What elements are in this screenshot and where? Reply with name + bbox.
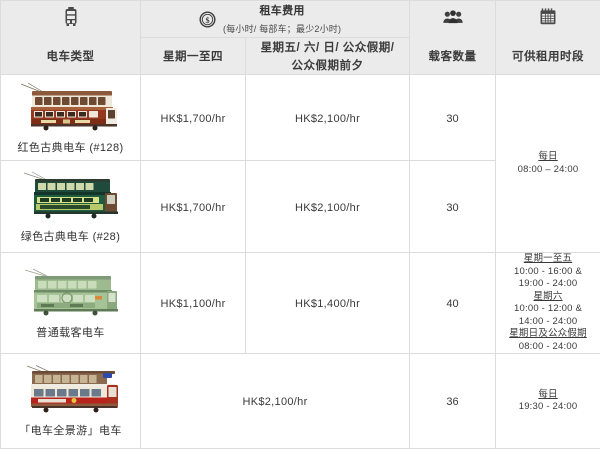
schedule-heading: 星期日及公众假期	[496, 328, 600, 341]
green-classic-tram-image	[15, 170, 127, 226]
schedule-block: 星期一至五 10:00 - 16:00 & 19:00 - 24:00	[496, 253, 600, 291]
tram-type-cell: 绿色古典电车 (#28)	[1, 161, 141, 253]
schedule-time: 19:30 - 24:00	[496, 401, 600, 414]
header-capacity-icon-cell	[410, 1, 496, 38]
schedule-heading: 每日	[496, 151, 600, 164]
price-weekend-cell: HK$2,100/hr	[246, 75, 410, 161]
header-schedule-cell: 可供租用时段	[496, 38, 600, 75]
calendar-icon	[540, 8, 556, 25]
tram-name: 「电车全景游」电车	[19, 424, 122, 438]
svg-text:$: $	[205, 15, 209, 24]
schedule-block: 每日 08:00 – 24:00	[496, 151, 600, 176]
header-weekend-price-label-line2: 公众假期前夕	[292, 60, 364, 72]
price-span: HK$2,100/hr	[242, 396, 307, 408]
header-schedule-label: 可供租用时段	[512, 51, 584, 63]
header-capacity-cell: 载客数量	[410, 38, 496, 75]
schedule-time-2: 19:00 - 24:00	[496, 278, 600, 291]
price-weekend: HK$2,100/hr	[295, 113, 360, 125]
schedule-heading: 星期六	[496, 291, 600, 304]
fee-header-cell: $ 租车费用 (每小时/ 每部车；最少2小时)	[141, 1, 410, 38]
header-weekday-price-cell: 星期一至四	[141, 38, 246, 75]
tram-type-cell: 红色古典电车 (#128)	[1, 75, 141, 161]
header-tram-type-cell: 电车类型	[1, 38, 141, 75]
capacity-value: 36	[446, 396, 458, 408]
price-weekday-cell: HK$1,700/hr	[141, 75, 246, 161]
schedule-cell: 每日 08:00 – 24:00	[496, 75, 600, 253]
schedule-time-1: 08:00 - 24:00	[496, 341, 600, 354]
price-weekday-cell: HK$1,700/hr	[141, 161, 246, 253]
schedule-cell: 每日 19:30 - 24:00	[496, 354, 600, 449]
capacity-cell: 30	[410, 161, 496, 253]
schedule-block: 星期日及公众假期 08:00 - 24:00	[496, 328, 600, 353]
header-weekend-price-cell: 星期五/ 六/ 日/ 公众假期/ 公众假期前夕	[246, 38, 410, 75]
table-row: 「电车全景游」电车 HK$2,100/hr 36 每日 19:30 - 24:0…	[1, 354, 600, 449]
header-capacity-label: 载客数量	[429, 51, 477, 63]
header-weekday-price-label: 星期一至四	[163, 51, 223, 63]
capacity-value: 40	[446, 298, 458, 310]
header-weekend-price-label-line1: 星期五/ 六/ 日/ 公众假期/	[261, 42, 395, 54]
tram-type-cell: 「电车全景游」电车	[1, 354, 141, 449]
schedule-time-1: 10:00 - 12:00 &	[496, 303, 600, 316]
header-label-row: 电车类型 星期一至四 星期五/ 六/ 日/ 公众假期/ 公众假期前夕 载客数量 …	[1, 38, 600, 75]
price-weekend-cell: HK$2,100/hr	[246, 161, 410, 253]
capacity-value: 30	[446, 113, 458, 125]
capacity-cell: 30	[410, 75, 496, 161]
tram-name: 红色古典电车 (#128)	[17, 141, 123, 155]
fee-subtitle: (每小时/ 每部车；最少2小时)	[223, 24, 341, 34]
people-group-icon	[443, 10, 463, 24]
schedule-heading: 星期一至五	[496, 253, 600, 266]
price-weekend: HK$2,100/hr	[295, 202, 360, 214]
schedule-time: 08:00 – 24:00	[496, 164, 600, 177]
schedule-heading: 每日	[496, 389, 600, 402]
tramoramic-tram-image	[15, 364, 127, 420]
header-tram-type-label: 电车类型	[47, 51, 95, 63]
price-weekday: HK$1,700/hr	[160, 202, 225, 214]
price-weekday: HK$1,100/hr	[160, 298, 225, 310]
schedule-block: 星期六 10:00 - 12:00 & 14:00 - 24:00	[496, 291, 600, 329]
schedule-block: 每日 19:30 - 24:00	[496, 389, 600, 414]
fee-title: 租车费用	[260, 5, 305, 17]
schedule-time-1: 10:00 - 16:00 &	[496, 266, 600, 279]
schedule-cell: 星期一至五 10:00 - 16:00 & 19:00 - 24:00 星期六 …	[496, 253, 600, 354]
red-classic-tram-image	[15, 81, 127, 137]
header-tram-icon-cell	[1, 1, 141, 38]
capacity-cell: 36	[410, 354, 496, 449]
tram-name: 绿色古典电车 (#28)	[21, 230, 121, 244]
schedule-list: 星期一至五 10:00 - 16:00 & 19:00 - 24:00 星期六 …	[496, 253, 600, 353]
price-span-cell: HK$2,100/hr	[141, 354, 410, 449]
price-weekend: HK$1,400/hr	[295, 298, 360, 310]
capacity-value: 30	[446, 202, 458, 214]
header-schedule-icon-cell	[496, 1, 600, 38]
price-weekday-cell: HK$1,100/hr	[141, 253, 246, 354]
tram-name: 普通载客电车	[36, 326, 104, 340]
capacity-cell: 40	[410, 253, 496, 354]
schedule-time-2: 14:00 - 24:00	[496, 316, 600, 329]
dollar-coin-icon: $	[199, 11, 216, 28]
tram-icon	[64, 7, 78, 26]
standard-passenger-tram-image	[15, 266, 127, 322]
table-row: 红色古典电车 (#128) HK$1,700/hr HK$2,100/hr 30…	[1, 75, 600, 161]
table-row: 普通载客电车 HK$1,100/hr HK$1,400/hr 40 星期一至五 …	[1, 253, 600, 354]
price-weekend-cell: HK$1,400/hr	[246, 253, 410, 354]
tram-type-cell: 普通载客电车	[1, 253, 141, 354]
header-icon-row: $ 租车费用 (每小时/ 每部车；最少2小时)	[1, 1, 600, 38]
price-weekday: HK$1,700/hr	[160, 113, 225, 125]
